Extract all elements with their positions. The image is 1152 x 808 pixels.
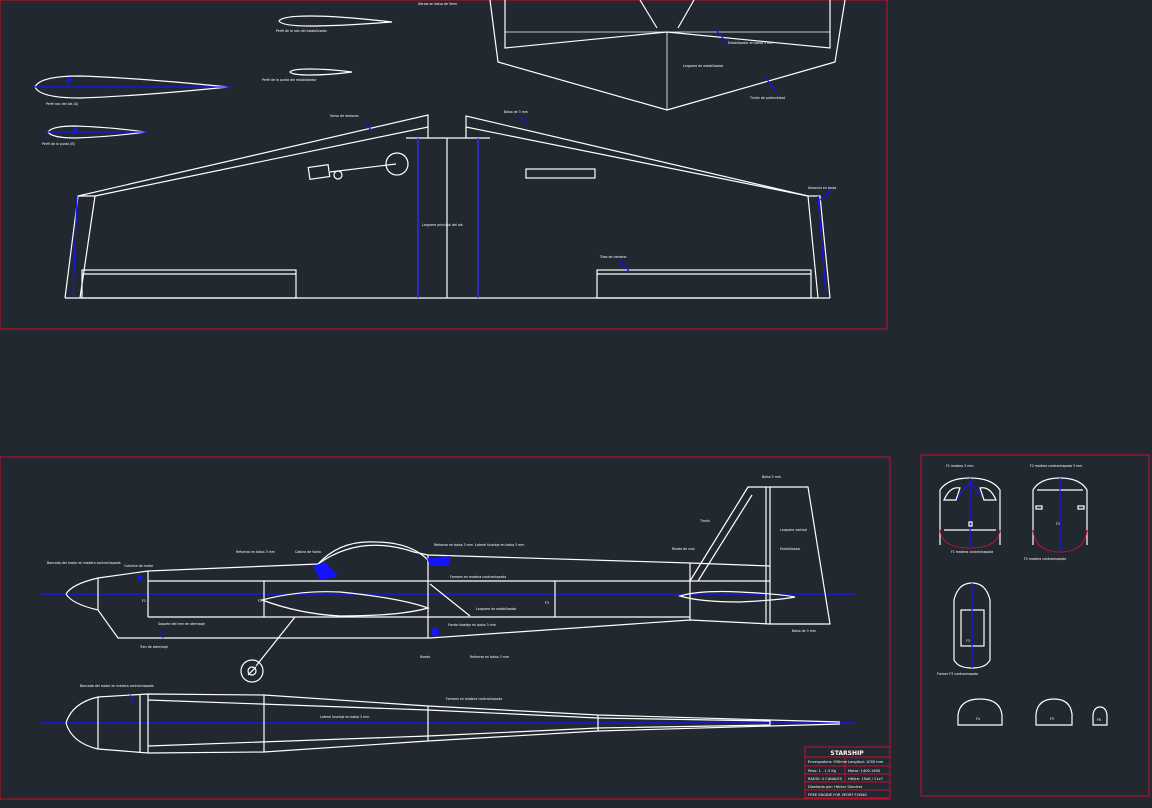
stab-tip-airfoil: Perfil de la punta del estabilizador [262, 68, 353, 82]
title-block-title: STARSHIP [830, 750, 864, 757]
fin-spar-label: Larguero vertical [780, 528, 807, 532]
former-f1: F1 madera 3 mm F1 madera contrachapada [939, 464, 1001, 554]
former-f4: F4 [957, 698, 1003, 726]
sheet-frame-fuselage [0, 456, 891, 800]
fuse-side-label: Lateral fuselaje en balsa 3 mm [475, 543, 524, 547]
wing-tip-airfoil-label: Perfil de la punta (B) [42, 142, 75, 146]
sheet-frame-formers [920, 454, 1150, 797]
f2-tag: F2 [258, 599, 262, 603]
stab-spar-fuse-label: Larguero de estabilizador [476, 607, 517, 611]
tb-r2-c0: RADIO: 4 CANALES [808, 777, 843, 781]
f6-tag: F6 [1097, 718, 1101, 722]
tb-r0-c1: Longitud: 1050 mm [848, 760, 884, 764]
f2-tag-label: F2 [1056, 522, 1060, 526]
stab-root-airfoil-label: Perfil de la raiz del estabilizador [276, 29, 328, 33]
wheel-label: Rueda [420, 655, 430, 659]
former-f3: F3 Former F3 contrachapado [937, 582, 991, 676]
wing-root-airfoil: Perfil raiz del ala (A) [33, 75, 232, 106]
bottom-sheet-label: Fondo fuselaje en balsa 3 mm [448, 623, 496, 627]
fuse-sheet-label: Refuerzo en balsa 3 mm [434, 543, 473, 547]
sheet-frame-wing [0, 0, 888, 330]
gear-label: Tren de aterrizaje [139, 645, 168, 649]
tb-r3-c0: Diseñado por: Héctor Sánchez [808, 785, 863, 789]
former-f5: F5 [1035, 698, 1073, 726]
wing-tip-airfoil: Perfil de la punta (B) [42, 125, 148, 146]
spar-wing-label: Larguero principal del ala [422, 223, 463, 227]
tb-r2-c1: Hélice: 10x6 / 11x7 [848, 777, 883, 781]
cowl-label: Cubierta de motor [124, 564, 154, 568]
f4-tag: F4 [976, 717, 980, 721]
top-side-label: Lateral fuselaje en balsa 3 mm [320, 715, 369, 719]
stab-top-label: Estabilizador [780, 547, 801, 551]
f3-tag-label: F3 [966, 639, 970, 643]
title-block: STARSHIP Envergadura: 930mm Longitud: 10… [804, 746, 891, 799]
rudder-label: Timón [699, 519, 710, 523]
f5-tag: F5 [1050, 717, 1054, 721]
wing-root-airfoil-label: Perfil raiz del ala (A) [46, 102, 78, 106]
tb-r4-c0: FREE ENGINE FOR SPORT FLYING [808, 793, 867, 797]
former-f6: F6 [1092, 706, 1108, 726]
carbon-rod-label: Tubo de carbono [599, 255, 626, 259]
f2-label: F2 madera contrachapada 3 mm [1030, 464, 1082, 468]
f3-caption: Former F3 contrachapado [937, 672, 978, 676]
balsa-top-label: Balsa de 3 mm [504, 110, 528, 114]
servo-aileron-label: Servo de alerones [330, 114, 359, 118]
fin-top-label: Balsa 5 mm [762, 475, 781, 479]
top-mid-view-label: Formers en madera contrachapada [446, 697, 502, 701]
f3-tag: F3 [545, 601, 549, 605]
tb-r0-c0: Envergadura: 930mm [808, 760, 848, 764]
f1-tag: F1 [142, 599, 146, 603]
stab-tip-airfoil-label: Perfil de la punta del estabilizador [262, 78, 317, 82]
fuselage-side-view: Bancada del motor en madera contrachapad… [40, 475, 856, 683]
f1-caption: F1 madera contrachapada [951, 550, 993, 554]
fuse-nose-label: Bancada del motor en madera contrachapad… [47, 561, 121, 565]
top-mid-label: Formers en madera contrachapada [450, 575, 506, 579]
wing-planform: Servo de alerones Balsa de 3 mm Larguero… [64, 110, 836, 299]
balsa-label: Balsa de 3 mm [792, 629, 816, 633]
stabilizer-planform: Estabilizador en balsa 5 mm Larguero de … [489, 0, 846, 111]
stab-root-airfoil: Perfil de la raiz del estabilizador [276, 15, 393, 33]
tail-wheel-label: Rueda de cola [672, 547, 695, 551]
fuse-top-side-label: Refuerzo en balsa 3 mm [470, 655, 509, 659]
elevator-label: Timón de profundidad [749, 96, 785, 100]
canopy-label: Cabina de Vuelo [295, 550, 321, 554]
stab-balsa-label: Estabilizador en balsa 5 mm [728, 41, 773, 45]
fuse-top-label: Refuerzo en balsa 3 mm [236, 550, 275, 554]
f2-caption: F2 madera contrachapada [1024, 557, 1066, 561]
top-nose-label: Bancada del motor en madera contrachapad… [80, 684, 154, 688]
tb-r1-c0: Peso: 1 - 1.5 Kg [808, 769, 836, 773]
stab-spar-label: Larguero de estabilizador [683, 64, 724, 68]
gear-mount-label: Soporte del tren de aterrizaje [158, 622, 205, 626]
aileron-balsa-label: Alerones en balsa [808, 186, 836, 190]
f1-label: F1 madera 3 mm [946, 464, 973, 468]
former-f2: F2 F2 madera contrachapada 3 mm F2 mader… [1024, 464, 1088, 561]
fuselage-top-view: Bancada del motor en madera contrachapad… [40, 684, 855, 754]
fin-label: Deriva en balsa de 5mm [418, 2, 457, 6]
tb-r1-c1: Motor: 1400-1600 [848, 769, 881, 773]
